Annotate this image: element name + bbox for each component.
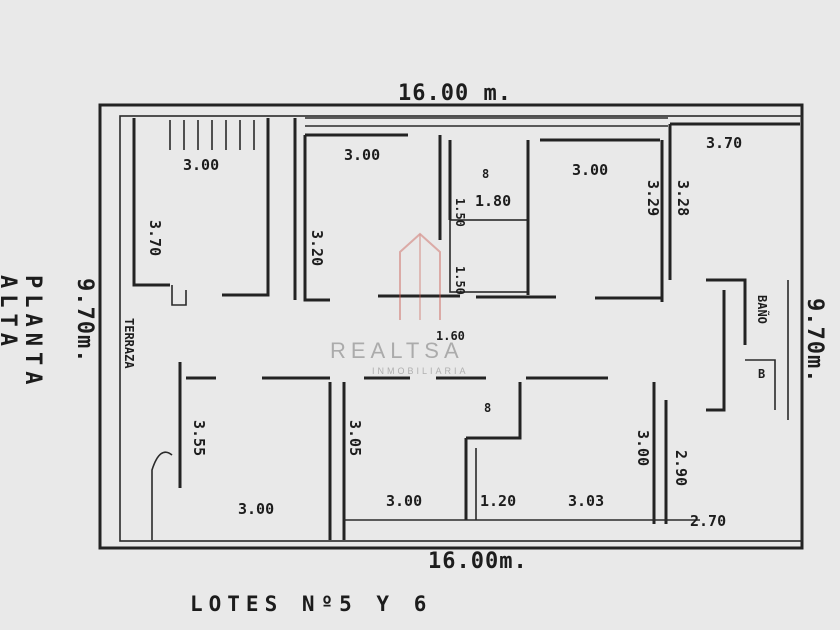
watermark-brand: REALTSA bbox=[330, 338, 464, 363]
dim-r3-h: 3.29 bbox=[644, 180, 662, 216]
dim-r9-h: 3.00 bbox=[634, 430, 652, 466]
bano-b-label: B bbox=[758, 367, 765, 381]
dim-r10-w: 2.70 bbox=[690, 512, 726, 530]
door-arc bbox=[151, 451, 173, 540]
dim-r2-h: 3.20 bbox=[308, 230, 326, 266]
dim-hall-v2: 1.50 bbox=[453, 266, 467, 295]
dim-hall-v: 1.50 bbox=[453, 198, 467, 227]
inner-wall-line bbox=[119, 115, 803, 542]
bath-wall bbox=[706, 278, 747, 345]
footer-lots: LOTES Nº5 Y 6 bbox=[190, 592, 433, 616]
left-height-dim: 9.70m. bbox=[72, 278, 97, 363]
dim-hall-w: 1.80 bbox=[475, 192, 511, 210]
bedroom1-right-wall bbox=[222, 118, 270, 297]
dim-r4-h: 3.28 bbox=[674, 180, 692, 216]
realtsa-logo-icon bbox=[399, 232, 441, 320]
dim-r8-w: 3.03 bbox=[568, 492, 604, 510]
dim-r1-w: 3.00 bbox=[183, 156, 219, 174]
stairs bbox=[169, 120, 255, 150]
dim-r5-w: 3.00 bbox=[238, 500, 274, 518]
watermark-sub: INMOBILIARIA bbox=[372, 366, 469, 376]
dim-r5-h: 3.55 bbox=[190, 420, 208, 456]
dim-mid-v: 1.60 bbox=[436, 329, 465, 343]
top-width-dim: 16.00 m. bbox=[398, 81, 512, 106]
bedroom1-closet bbox=[171, 285, 187, 306]
bano-label: BAÑO bbox=[755, 295, 770, 324]
dim-r1-h: 3.70 bbox=[146, 220, 164, 256]
dim-r7-b: 8 bbox=[484, 401, 491, 415]
bath-left-wall bbox=[706, 290, 726, 412]
right-height-dim: 9.70m. bbox=[802, 298, 827, 383]
dim-r10-h: 2.90 bbox=[672, 450, 690, 486]
bedroom2-left-wall bbox=[303, 135, 330, 302]
bath-inner bbox=[745, 359, 776, 410]
dim-r2-w: 3.00 bbox=[344, 146, 380, 164]
bath2-wall bbox=[466, 382, 522, 440]
dim-r6-w: 3.00 bbox=[386, 492, 422, 510]
dim-r4-w: 3.70 bbox=[706, 134, 742, 152]
dim-r7-w: 1.20 bbox=[480, 492, 516, 510]
dim-hall-b: 8 bbox=[482, 167, 489, 181]
bottom-width-dim: 16.00m. bbox=[428, 549, 528, 574]
plan-title: PLANTA ALTA bbox=[0, 275, 45, 391]
dim-r6-h: 3.05 bbox=[346, 420, 364, 456]
terraza-label: TERRAZA bbox=[122, 318, 136, 369]
dim-r3-w: 3.00 bbox=[572, 161, 608, 179]
bedroom1-wall bbox=[132, 118, 170, 287]
